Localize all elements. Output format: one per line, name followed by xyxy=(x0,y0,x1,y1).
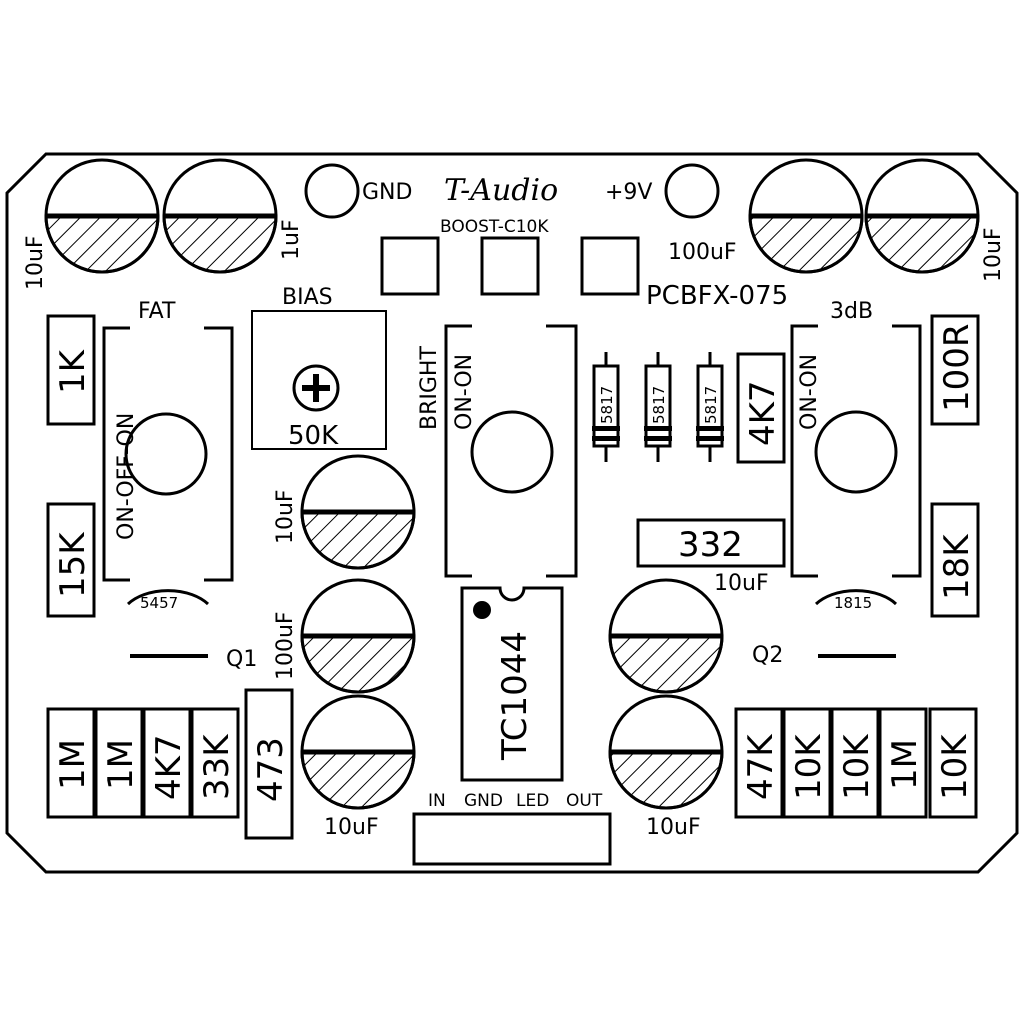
r-4k7-a-label: 4K7 xyxy=(149,734,189,800)
capacitor-c-tr1 xyxy=(748,158,864,274)
r-1m-a-label: 1M xyxy=(53,739,93,790)
capacitor-c-tr2 xyxy=(864,158,980,274)
resistor-100r xyxy=(930,314,980,426)
capacitor-c-m1 xyxy=(300,454,416,570)
bright-switch-hole xyxy=(470,410,554,494)
resistor-33k xyxy=(190,707,240,819)
resistor-1m-b xyxy=(94,707,144,819)
conn-gnd: GND xyxy=(464,791,503,811)
resistor-10k-b xyxy=(830,707,880,819)
conn-led: LED xyxy=(516,791,549,811)
capacitor-c-tl1 xyxy=(44,158,160,274)
c-r2-label: 10uF xyxy=(646,815,701,840)
r-18k-label: 18K xyxy=(937,533,977,600)
io-connector xyxy=(412,812,612,866)
resistor-1k xyxy=(46,314,96,426)
gnd-pad xyxy=(304,163,360,219)
diode-2 xyxy=(644,352,672,462)
boost-pad-1 xyxy=(380,236,440,296)
bias-value: 50K xyxy=(288,421,339,451)
ic-pin1-dot xyxy=(473,601,491,619)
r-47k-label: 47K xyxy=(741,733,781,800)
c-m1-label: 10uF xyxy=(273,489,298,544)
boost-pad-2 xyxy=(480,236,540,296)
bias-trimmer-screw xyxy=(292,364,340,412)
r-1k-label: 1K xyxy=(53,348,93,394)
c-m3-label: 10uF xyxy=(324,815,379,840)
c-tr1-label: 100uF xyxy=(668,240,737,265)
q1-outline xyxy=(126,589,210,606)
v9-label: +9V xyxy=(605,180,652,205)
c-tl1-label: 10uF xyxy=(23,235,48,290)
capacitor-c-r2 xyxy=(608,694,724,810)
diode-1 xyxy=(592,352,620,462)
fat-label: FAT xyxy=(138,299,176,324)
r-10k-c-label: 10K xyxy=(935,733,975,800)
capacitor-c-m2 xyxy=(300,578,416,694)
resistor-332 xyxy=(636,518,786,568)
resistor-1m-c xyxy=(878,707,928,819)
resistor-1m-a xyxy=(46,707,96,819)
bright-switch-outline xyxy=(444,324,578,578)
diode-1-label: 5817 xyxy=(598,386,616,424)
c-r1-label: 10uF xyxy=(714,571,769,596)
fat-switch-hole xyxy=(124,412,208,496)
resistor-4k7-b xyxy=(736,352,786,464)
r-100r-label: 100R xyxy=(937,323,977,412)
c-m2-label: 100uF xyxy=(273,611,298,680)
resistor-15k xyxy=(46,502,96,618)
r-10k-b-label: 10K xyxy=(837,733,877,800)
model-label: PCBFX-075 xyxy=(646,281,788,311)
q1-type: 5457 xyxy=(140,594,178,612)
r-1m-b-label: 1M xyxy=(101,739,141,790)
capacitor-c-m3 xyxy=(300,694,416,810)
q2-label: Q2 xyxy=(752,643,783,668)
r-15k-label: 15K xyxy=(53,531,93,598)
db-label: 3dB xyxy=(830,299,873,324)
fat-mode: ON-OFF-ON xyxy=(114,413,139,540)
diode-2-label: 5817 xyxy=(650,386,668,424)
q2-outline xyxy=(814,589,898,606)
bright-label: BRIGHT xyxy=(417,346,442,430)
conn-out: OUT xyxy=(566,791,603,811)
resistor-4k7-a xyxy=(142,707,192,819)
conn-in: IN xyxy=(428,791,446,811)
boost-label: BOOST-C10K xyxy=(440,217,549,237)
c-tr2-label: 10uF xyxy=(981,227,1006,282)
resistor-47k xyxy=(734,707,784,819)
resistor-10k-c xyxy=(928,707,978,819)
bright-mode: ON-ON xyxy=(452,354,477,430)
bias-label: BIAS xyxy=(282,285,333,310)
bias-trimmer xyxy=(251,310,387,450)
r-4k7-b-label: 4K7 xyxy=(743,380,783,446)
diode-3-label: 5817 xyxy=(702,386,720,424)
q1-label: Q1 xyxy=(226,647,257,672)
db-mode: ON-ON xyxy=(797,354,822,430)
ic-name: TC1044 xyxy=(495,631,535,761)
resistor-10k-a xyxy=(782,707,832,819)
logo: T-Audio xyxy=(444,173,558,208)
capacitor-c-r1 xyxy=(608,578,724,694)
c-tl2-label: 1uF xyxy=(279,219,304,260)
resistor-473 xyxy=(244,688,294,840)
resistor-18k xyxy=(930,502,980,618)
ic-tc1044 xyxy=(460,586,564,782)
r-332-label: 332 xyxy=(678,525,743,565)
r-10k-a-label: 10K xyxy=(789,733,829,800)
r-473-label: 473 xyxy=(251,737,291,802)
fat-switch-outline xyxy=(102,326,234,582)
v9-pad xyxy=(664,163,720,219)
diode-3 xyxy=(696,352,724,462)
gnd-label: GND xyxy=(362,180,412,205)
r-33k-label: 33K xyxy=(197,733,237,800)
capacitor-c-tl2 xyxy=(162,158,278,274)
db-switch-hole xyxy=(814,410,898,494)
board-outline xyxy=(5,152,1019,874)
boost-pad-3 xyxy=(580,236,640,296)
q2-type: 1815 xyxy=(834,594,872,612)
db-switch-outline xyxy=(790,324,922,578)
r-1m-c-label: 1M xyxy=(885,739,925,790)
